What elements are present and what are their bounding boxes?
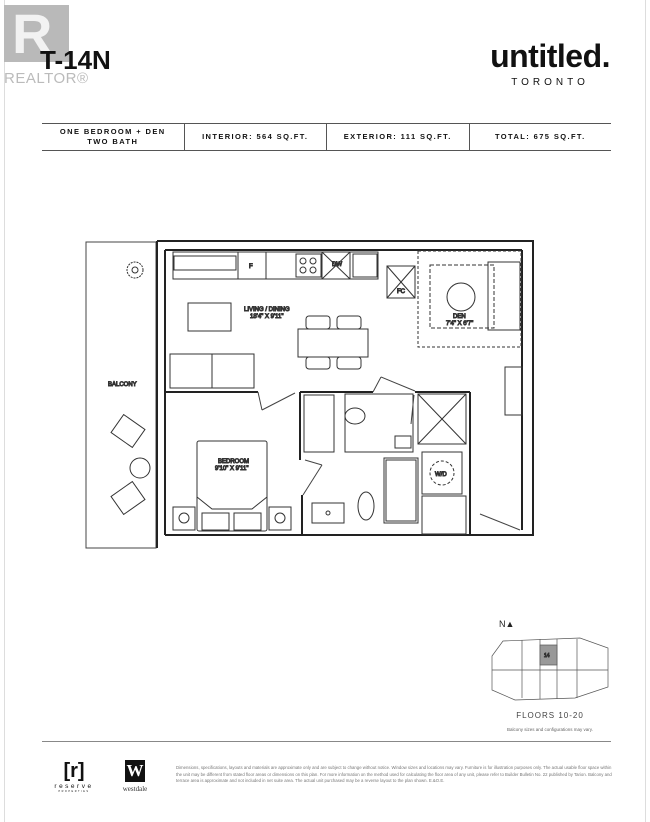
living-rug [187, 302, 232, 332]
living-label: LIVING / DINING [244, 307, 290, 313]
shower [417, 393, 467, 445]
westdale-mark: W [125, 760, 145, 782]
spec-exterior: EXTERIOR: 111 SQ.FT. [326, 124, 469, 150]
westdale-logo: W westdale [115, 760, 155, 793]
key-plan-suite-label: 14 [544, 653, 550, 659]
dining-table [297, 315, 369, 370]
spec-type-line1: ONE BEDROOM + DEN [59, 127, 166, 136]
brand-name: untitled. [490, 38, 610, 74]
fridge [237, 251, 267, 280]
dishwasher-label: DW [332, 262, 342, 268]
exterior-walls [156, 240, 534, 548]
reserve-logo: [r] reserve PROPERTIES [48, 760, 100, 793]
realtor-watermark-text: REALTOR® [4, 70, 89, 87]
dishwasher [321, 251, 351, 280]
page-frame [4, 0, 646, 822]
washer-dryer [421, 451, 463, 495]
spec-total: TOTAL: 675 SQ.FT. [468, 124, 612, 150]
side-cabinet [504, 366, 523, 416]
balcony-label: BALCONY [108, 382, 137, 388]
bed [196, 440, 268, 532]
footer-divider [42, 741, 611, 742]
linen-closet [421, 495, 467, 535]
living-sofa [169, 353, 255, 389]
brand-city: TORONTO [511, 77, 589, 88]
balcony-outline [85, 241, 157, 549]
balcony-chairs [110, 413, 151, 516]
unit-title: T-14N [40, 45, 111, 75]
key-plan [491, 637, 609, 701]
range-hood [173, 255, 237, 271]
spec-interior: INTERIOR: 564 SQ.FT. [183, 124, 327, 150]
front-closet [386, 265, 416, 299]
washer-dryer-label: W/D [435, 472, 447, 478]
cooktop [295, 253, 322, 278]
north-indicator: N▲ [499, 619, 515, 629]
kitchen-counter [172, 251, 379, 280]
bedroom-closet [303, 394, 335, 453]
realtor-logo-letter: R [12, 2, 53, 65]
den-dimension: 7'4" X 6'7" [446, 321, 473, 327]
spec-type-line2: TWO BATH [87, 137, 139, 146]
bathtub [383, 457, 419, 524]
nightstands [172, 506, 292, 531]
den-table [446, 282, 476, 312]
den-sofa [487, 261, 521, 331]
living-dimension: 18'4" X 9'11" [250, 314, 283, 320]
fridge-label: F [249, 264, 253, 270]
kitchen-sink [352, 253, 378, 278]
brand-logo: untitled. TORONTO [490, 38, 610, 88]
doors [257, 376, 521, 531]
westdale-name: westdale [122, 785, 148, 793]
closet-label: FC [397, 289, 406, 295]
reserve-mark: [r] [63, 760, 85, 782]
den-rug [429, 264, 495, 329]
realtor-logo: R [4, 5, 69, 62]
reserve-sub: PROPERTIES [58, 790, 90, 793]
disclaimer-text: Dimensions, specifications, layouts and … [176, 765, 612, 784]
bedroom-label: BEDROOM [218, 459, 249, 465]
den-area [417, 250, 522, 348]
floors-label: FLOORS 10-20 [516, 711, 584, 720]
key-plan-suite [539, 644, 558, 666]
bathrooms [303, 393, 467, 535]
reserve-name: reserve [54, 783, 94, 790]
balcony-note: Balcony sizes and configurations may var… [507, 727, 593, 732]
bedroom-dimension: 9'10" X 9'11" [215, 466, 248, 472]
plant-icon [126, 261, 144, 279]
den-label: DEN [453, 314, 466, 320]
